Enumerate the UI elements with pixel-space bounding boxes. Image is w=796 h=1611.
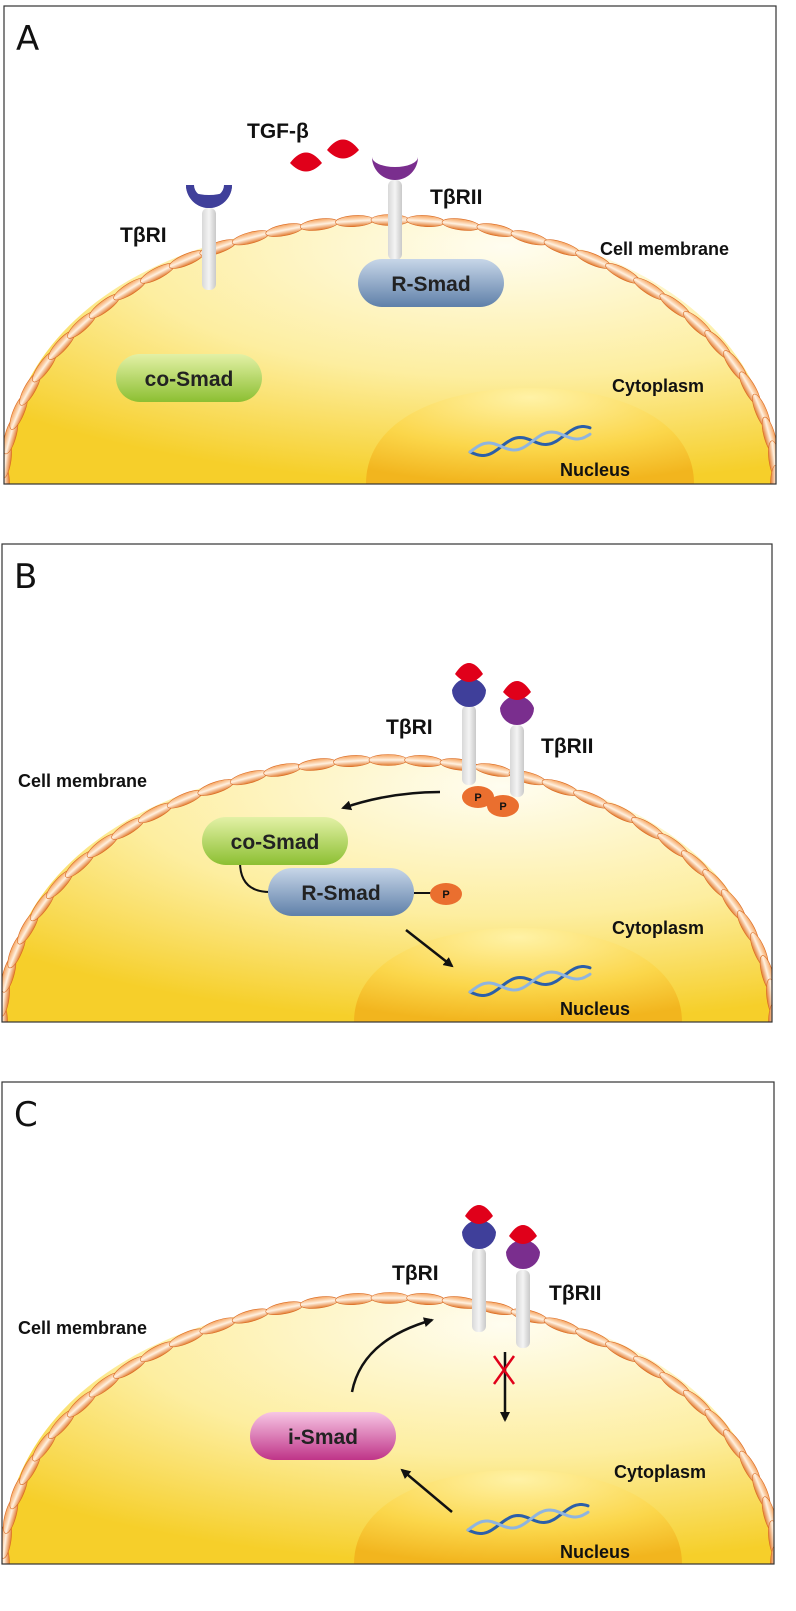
membrane-bead [768,440,776,479]
panel-c: C TβRI TβRII Cell membrane Cytoplasm Nuc… [1,1081,775,1565]
membrane-bead [770,1544,774,1564]
panel-border [1,1081,775,1565]
membrane-bead [768,1002,772,1022]
panel-border [1,543,773,1023]
i-smad: i-Smad [250,1412,396,1460]
co-smad-label: co-Smad [145,368,234,391]
arrow [400,1468,453,1513]
receptor-tbrii [500,681,534,797]
tgf-beta-ligand-icon [509,1225,537,1244]
cell-membrane [4,214,776,484]
receptor2-label: TβRII [541,735,593,758]
phospho-group: P [462,786,494,808]
phospho-label: P [442,889,449,901]
co-smad: co-Smad [116,354,262,402]
r-smad-label: R-Smad [301,882,380,905]
panel-b: B P P TβRI TβRII Cell membrane Cytoplasm… [1,543,773,1023]
membrane-bead [768,1520,774,1559]
tgf-beta-ligand-icon [503,681,531,700]
nucleus [354,928,682,1022]
cytoplasm-label: Cytoplasm [614,1462,706,1482]
r-smad: R-Smad [268,868,414,916]
receptor-tbrii [506,1225,540,1348]
phospho-label: P [499,801,506,813]
tgf-beta-ligand-icon [465,1205,493,1224]
i-smad-label: i-Smad [288,1426,358,1449]
r-smad: R-Smad [358,259,504,307]
membrane-label: Cell membrane [18,771,147,791]
arrow [350,1317,434,1393]
nucleus-label: Nucleus [560,999,630,1019]
arrow [341,790,441,811]
phospho-group: P [487,795,519,817]
ligand-label: TGF-β [247,120,309,143]
membrane-label: Cell membrane [18,1318,147,1338]
receptor-tbrii [372,157,418,260]
receptor2-label: TβRII [430,186,482,209]
membrane-bead [368,754,408,766]
complex-link [239,861,271,893]
dna-helix [468,965,592,997]
phospho-group: P [430,883,462,905]
receptor1-label: TβRI [120,224,167,247]
membrane-bead [770,464,776,484]
receptor-tbri [186,185,232,290]
cytoplasm-label: Cytoplasm [612,376,704,396]
membrane-bead [370,1292,410,1304]
nucleus-label: Nucleus [560,460,630,480]
co-smad-label: co-Smad [231,831,320,854]
r-smad-label: R-Smad [391,273,470,296]
dna-helix [466,1503,590,1535]
tgf-beta-ligand-icon [327,139,359,159]
phospho-label: P [474,792,481,804]
inhibition-x-icon [492,1355,516,1385]
arrow [405,929,454,968]
receptor1-label: TβRI [392,1262,439,1285]
panel-letter: A [16,19,39,59]
tgf-beta-ligand-icon [290,152,322,172]
dna-helix [468,425,592,457]
co-smad: co-Smad [202,817,348,865]
panel-border [3,5,777,485]
membrane-bead [766,978,772,1017]
receptor-tbri [452,663,486,785]
panel-letter: C [14,1095,38,1135]
tgf-beta-ligand-icon [455,663,483,682]
receptor1-label: TβRI [386,716,433,739]
panel-letter: B [14,557,37,597]
panel-a: A TGF-β TβRI TβRII Cell membrane Cytopla… [3,5,777,485]
membrane-label: Cell membrane [600,239,729,259]
nucleus [366,388,694,484]
cell-membrane [2,754,772,1022]
nucleus-label: Nucleus [560,1542,630,1562]
cytoplasm-label: Cytoplasm [612,918,704,938]
receptor-tbri [462,1205,496,1332]
receptor2-label: TβRII [549,1282,601,1305]
